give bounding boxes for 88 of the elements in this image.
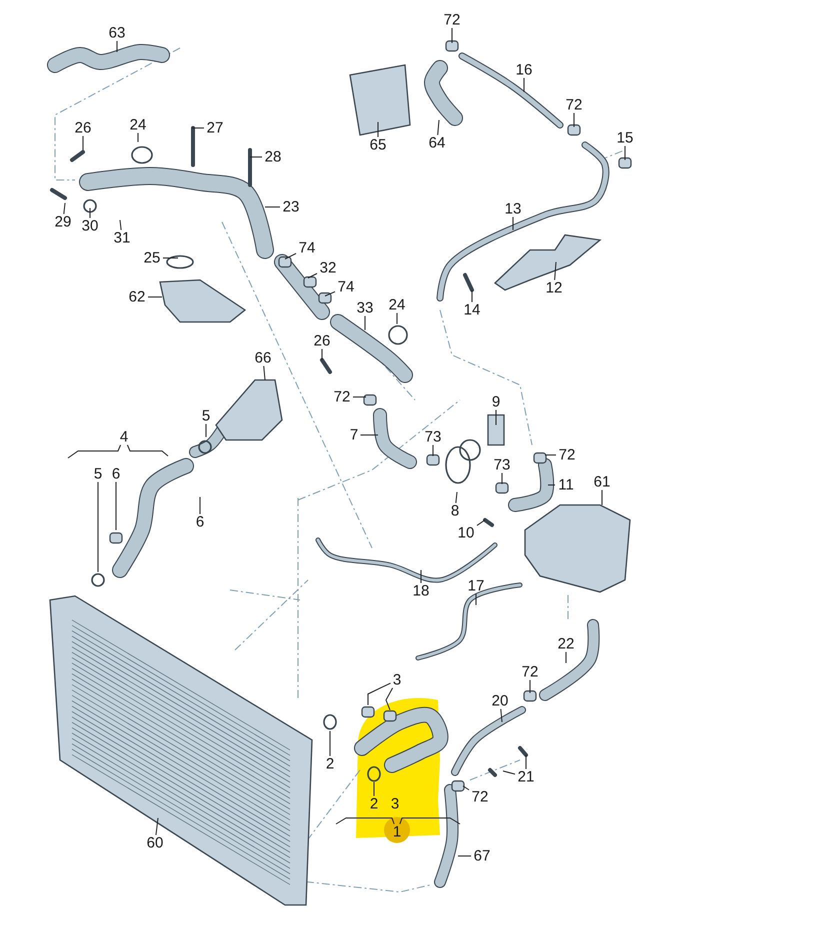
callout-number: 9	[492, 394, 500, 410]
callout-number: 1	[392, 824, 402, 840]
callout-number: 2	[326, 756, 334, 772]
leader-line	[462, 786, 470, 790]
callout-number: 3	[392, 672, 402, 688]
callout-number: 7	[350, 428, 358, 442]
leader-line	[264, 206, 280, 208]
leader-line	[432, 444, 434, 456]
callout-number: 26	[314, 334, 330, 348]
callout-number: 14	[464, 302, 480, 318]
callout-number: 74	[298, 240, 316, 256]
leader-line	[324, 291, 336, 296]
leader-line	[437, 120, 440, 136]
callout-number: 62	[128, 290, 146, 304]
leader-line	[120, 220, 122, 230]
callout-number: 32	[320, 260, 336, 276]
callout-number: 27	[206, 120, 224, 136]
callout-number: 11	[558, 478, 574, 492]
callout-number: 29	[54, 214, 72, 230]
callout-number: 8	[450, 504, 460, 518]
leader-line	[155, 818, 158, 836]
leader-line	[455, 492, 458, 504]
leader-line	[624, 146, 626, 160]
callout-number: 15	[616, 130, 634, 146]
leader-line	[502, 770, 516, 775]
leader-line	[284, 253, 296, 260]
leader-line	[116, 40, 118, 52]
callout-number: 28	[264, 150, 282, 164]
leader-line	[263, 366, 266, 380]
leader-line	[82, 136, 84, 150]
leader-line	[476, 520, 486, 526]
callout-number: 73	[424, 430, 442, 444]
leader-line	[308, 273, 318, 278]
callout-number: 6	[196, 514, 204, 530]
callout-number: 10	[458, 526, 474, 540]
callout-number: 3	[390, 796, 400, 812]
callout-number: 64	[428, 136, 446, 150]
leader-line	[63, 202, 66, 214]
callout-number: 60	[146, 836, 164, 850]
callout-number: 5	[94, 466, 102, 482]
leader-line	[352, 396, 366, 398]
leader-line	[336, 818, 460, 824]
leader-line	[360, 434, 378, 436]
leader-line	[148, 296, 162, 298]
leader-line	[420, 570, 422, 584]
callout-number: 72	[566, 98, 582, 112]
callout-number: 2	[370, 796, 378, 812]
callout-number: 74	[338, 280, 354, 294]
callout-number: 31	[114, 230, 130, 246]
leader-line	[250, 156, 262, 158]
callout-number: 13	[504, 202, 522, 216]
leader-line	[364, 316, 366, 330]
callout-number: 26	[74, 120, 92, 136]
callout-number: 72	[472, 790, 488, 804]
callout-number: 5	[202, 408, 210, 424]
callout-number: 22	[558, 636, 574, 652]
callout-number: 24	[388, 298, 406, 312]
callout-number: 61	[594, 474, 610, 490]
callout-number: 24	[130, 118, 146, 132]
leader-line	[554, 262, 556, 280]
callout-number: 66	[254, 350, 272, 366]
callout-number: 72	[334, 390, 350, 404]
callout-number: 20	[492, 694, 508, 708]
leader-line	[368, 682, 394, 710]
leader-line	[548, 484, 556, 486]
callout-number: 63	[108, 26, 126, 40]
callout-number: 12	[546, 280, 562, 296]
callout-number: 4	[120, 430, 128, 444]
callout-number: 33	[356, 300, 374, 316]
callout-number: 30	[82, 218, 98, 234]
callout-number: 25	[144, 250, 160, 266]
callout-number: 72	[558, 448, 576, 462]
callout-number: 21	[518, 770, 534, 784]
leader-line	[544, 454, 556, 456]
callout-number: 6	[112, 466, 120, 482]
callout-number: 17	[468, 578, 484, 594]
callout-number: 72	[522, 664, 538, 680]
leader-line	[68, 444, 168, 458]
callout-number: 23	[282, 200, 300, 214]
callout-number: 73	[494, 458, 510, 472]
leader-line	[396, 312, 398, 324]
callout-number: 16	[516, 62, 532, 78]
callout-number: 18	[412, 584, 430, 598]
leader-line	[500, 708, 502, 722]
callout-number: 65	[370, 138, 386, 152]
leader-line	[512, 216, 514, 230]
callout-number: 67	[474, 848, 490, 864]
callout-number: 72	[444, 12, 460, 28]
